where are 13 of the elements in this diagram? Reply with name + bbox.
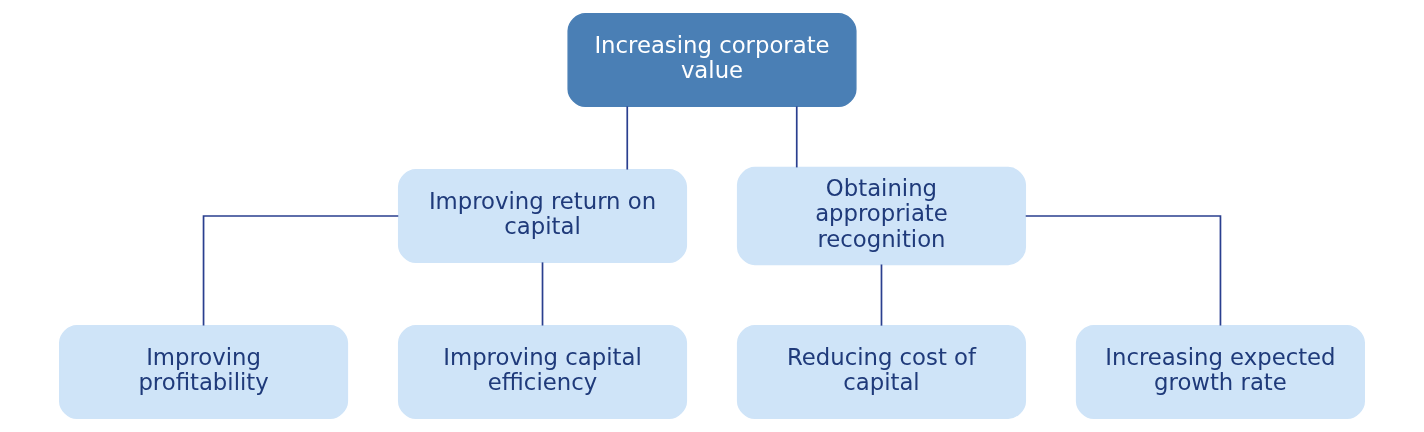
node-box: Improving return on capital — [397, 169, 688, 263]
connector — [541, 261, 544, 327]
node-box: Increasing corporate value — [567, 13, 857, 108]
connector — [626, 105, 629, 171]
node-box: Improving profitability — [59, 324, 349, 419]
node-box: Reducing cost of capital — [736, 324, 1027, 419]
connector — [1024, 215, 1222, 327]
connector — [202, 215, 400, 327]
node-box: Improving capital efficiency — [397, 324, 688, 419]
node-box: Increasing expected growth rate — [1075, 324, 1365, 419]
connector — [880, 263, 883, 327]
node-box: Obtaining appropriate recognition — [736, 166, 1027, 266]
connector — [795, 105, 798, 169]
